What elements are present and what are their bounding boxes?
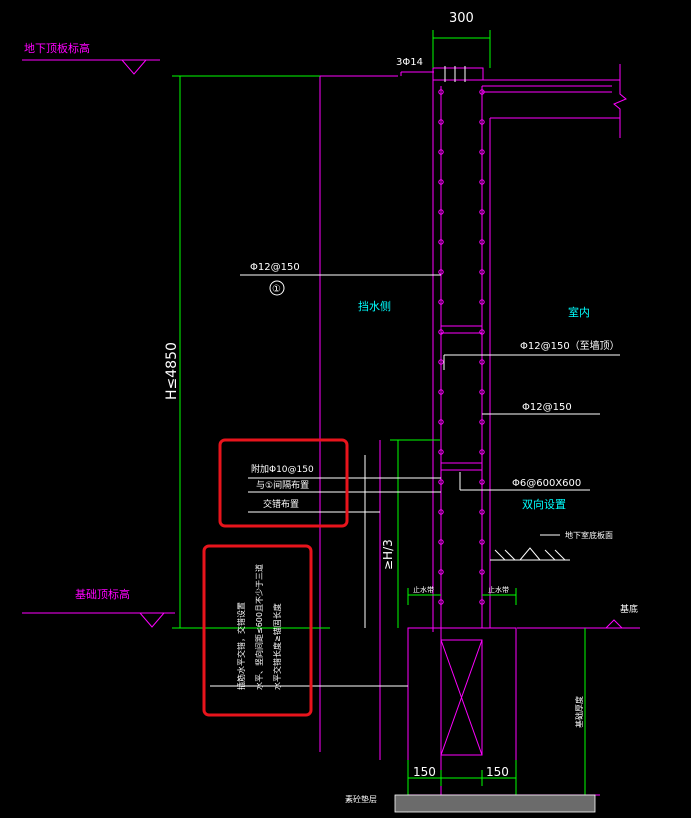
roof-elevation-label: 地下顶板标高 [24,41,90,55]
leader-lines [210,274,620,813]
foundation-note-1: 插筋水平交错，交错设置 [236,602,246,690]
rebar-dot [438,389,444,395]
wall-outline [22,59,640,805]
cushion-label: 素砼垫层 [345,794,377,804]
inner-bar-label: Φ12@150 [522,402,572,413]
top-rebar-group [432,66,484,82]
added-bar-line-1: 附加Φ10@150 [251,463,314,475]
rebar-dot [438,599,444,605]
rebar-dot [479,599,485,605]
rebar-dot [479,389,485,395]
top-bars-label: 3Φ14 [396,57,423,68]
rebar-dot [438,569,444,575]
rebar-dot [479,329,485,335]
rebar-dot [479,449,485,455]
rebar-dot [438,89,444,95]
rebar-dot [479,119,485,125]
ground-floor-label: 地下室底板面 [565,530,613,540]
callout-circle [269,280,285,296]
rebar-dot [438,119,444,125]
rebar-dot [438,419,444,425]
callout-number: ① [272,284,281,295]
rebar-dot [479,269,485,275]
two-way-label: 双向设置 [522,497,566,511]
highlight-box-foundation-note [202,544,313,717]
rebar-dot [479,89,485,95]
rebar-dot [479,299,485,305]
added-bar-line-3: 交错布置 [263,498,299,510]
slab-label: 基底 [620,603,638,615]
rebar-dots [438,89,485,605]
inner-through-bar-label: Φ12@150（至墙顶） [520,339,620,352]
outer-bar-label: Φ12@150 [250,262,300,273]
rebar-dot [479,239,485,245]
rebar-dot [479,209,485,215]
dim-bottom-left: 150 [413,765,436,779]
rebar-dot [438,299,444,305]
height-third-label: ≥H/3 [381,539,395,570]
rebar-dot [438,479,444,485]
rebar-dot [479,419,485,425]
added-bar-line-2: 与①间隔布置 [256,479,309,491]
rebar-dot [438,509,444,515]
rebar-dot [438,269,444,275]
rebar-dot [438,179,444,185]
indoor-label: 室内 [568,305,590,319]
rebar-dot [438,149,444,155]
rebar-dot [438,329,444,335]
cushion-layer [394,794,596,813]
rebar-dot [479,179,485,185]
water-side-label: 挡水侧 [358,299,391,313]
rebar-dot [479,509,485,515]
foundation-note-2: 水平、竖向间距≤600且不少于三道 [254,564,264,690]
rebar-dot [479,539,485,545]
rebar-dot [479,479,485,485]
rebar-dot [438,449,444,455]
waterstop-right-label: 止水带 [488,585,509,594]
rebar-dot [438,539,444,545]
rebar-dot [479,569,485,575]
dim-bottom-right: 150 [486,765,509,779]
rebar-dot [438,359,444,365]
dim-top-label: 300 [449,11,474,26]
rebar-dot [438,209,444,215]
rebar-dot [438,239,444,245]
rebar-dot [479,149,485,155]
foundation-note-3: 水平交错长度≥锚固长度 [272,603,282,690]
foundation-elevation-label: 基础顶标高 [75,587,130,601]
dimension-lines [172,30,586,795]
highlight-box-added-bars [218,438,349,528]
foundation-thickness-label: 基础厚度 [574,696,584,728]
rebar-dot [479,359,485,365]
tie-bars-label: Φ6@600X600 [512,478,581,489]
waterstop-left-label: 止水带 [413,585,434,594]
height-limit-label: H≤4850 [164,342,180,400]
